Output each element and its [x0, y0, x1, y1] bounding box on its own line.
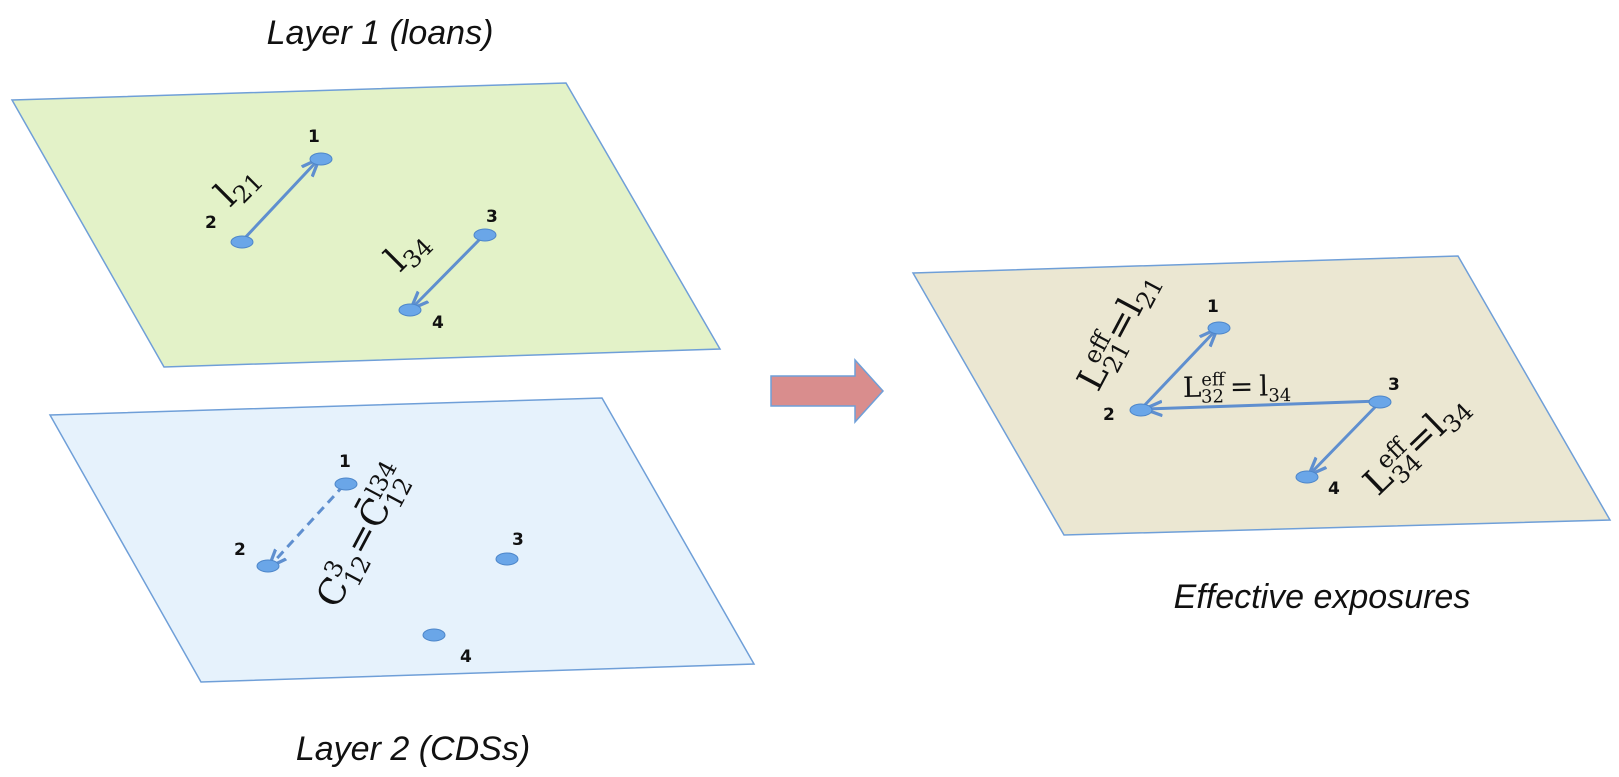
node-1 [309, 152, 333, 166]
edge-L34 [1310, 400, 1382, 474]
layer1-plane: 1 2 3 4 l21 l34 [10, 82, 722, 368]
edge-l21 [240, 160, 318, 243]
node-2 [1129, 403, 1153, 417]
node-1-label: 1 [339, 452, 351, 472]
layer1-caption: Layer 1 (loans) [267, 14, 494, 52]
node-4-label: 4 [432, 313, 444, 333]
node-1 [1207, 321, 1231, 335]
node-4-label: 4 [1328, 479, 1340, 499]
node-2-label: 2 [234, 540, 246, 560]
node-3 [473, 228, 497, 242]
edge-L21 [1139, 330, 1216, 411]
layer2-plane: 1 2 3 4 C312=C̄l3412 [48, 397, 756, 683]
edge-L32 [1146, 399, 1381, 409]
node-2 [230, 235, 254, 249]
right-arrow-icon [770, 358, 885, 424]
node-2-label: 2 [1103, 405, 1115, 425]
node-3-label: 3 [486, 207, 498, 227]
label-L32: Leff32=l34 [1183, 368, 1292, 408]
effective-caption: Effective exposures [1174, 578, 1471, 616]
node-4 [422, 628, 446, 642]
node-3 [495, 552, 519, 566]
node-4 [1295, 470, 1319, 484]
node-2 [256, 559, 280, 573]
node-3-label: 3 [512, 530, 524, 550]
layer2-caption: Layer 2 (CDSs) [296, 730, 530, 768]
node-1 [334, 477, 358, 491]
node-3 [1368, 395, 1392, 409]
edge-l34 [412, 233, 486, 308]
node-2-label: 2 [205, 213, 217, 233]
node-4 [398, 303, 422, 317]
node-1-label: 1 [308, 127, 320, 147]
node-3-label: 3 [1388, 375, 1400, 395]
effective-plane: 1 2 3 4 Leff21=l21 Leff32=l34 Leff34=l34 [911, 255, 1612, 536]
edge-c12 [270, 483, 346, 566]
node-1-label: 1 [1207, 297, 1219, 317]
node-4-label: 4 [460, 647, 472, 667]
